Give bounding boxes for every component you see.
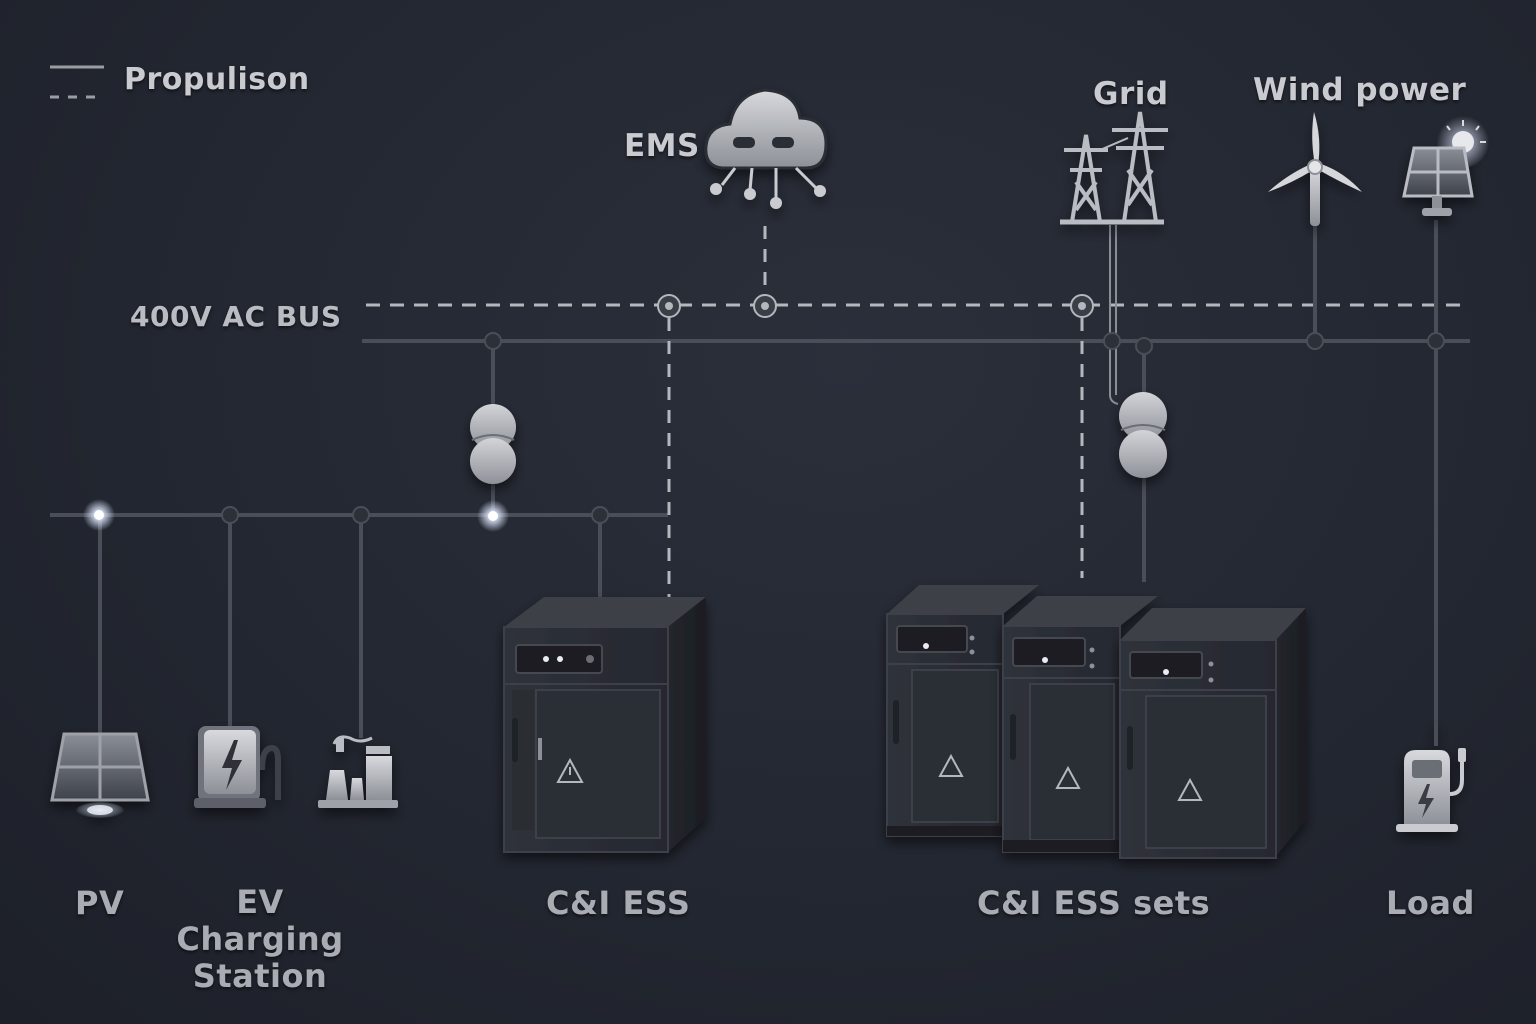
warning-icon [1177,777,1203,801]
battery-cabinet-icon [503,597,706,853]
ems-label: EMS [624,128,700,164]
coupling-icon [1070,294,1094,318]
grid-tower-icon [1060,111,1168,225]
transformer-icon [1119,392,1167,478]
solar-panel-icon [50,732,150,818]
communication-lines [667,226,1084,598]
ess-sets-label: C&I ESS sets [977,884,1211,922]
ac-bus-label: 400V AC BUS [130,300,342,333]
transformer-icon [470,404,516,484]
wind-turbine-icon [1268,112,1362,226]
load-label: Load [1386,884,1475,922]
coupling-icon [657,294,681,318]
legend-label: Propulison [124,62,310,97]
ess-label: C&I ESS [546,884,691,922]
battery-cabinet-icon [1002,596,1158,853]
warning-icon [1055,765,1081,789]
legend [50,65,104,99]
fuel-pump-icon [1396,722,1466,832]
junction-nodes [221,332,1445,524]
warning-icon [556,757,584,783]
factory-icon [318,735,398,808]
coupling-points [657,294,1094,318]
grid-feeder-line [1109,225,1119,405]
battery-cabinet-icon [886,585,1039,837]
ev-charger-icon [194,726,281,808]
ev-charging-label: EV Charging Station [176,883,344,995]
coupling-icon [753,294,777,318]
wind-power-label: Wind power [1253,72,1467,108]
warning-icon [938,753,964,777]
battery-cabinet-icon [1119,608,1306,859]
solar-panel-sun-icon [1402,116,1489,216]
glow-nodes [83,499,509,532]
ems-cloud-icon [704,88,828,209]
pv-label: PV [75,884,125,922]
grid-label: Grid [1093,76,1169,112]
